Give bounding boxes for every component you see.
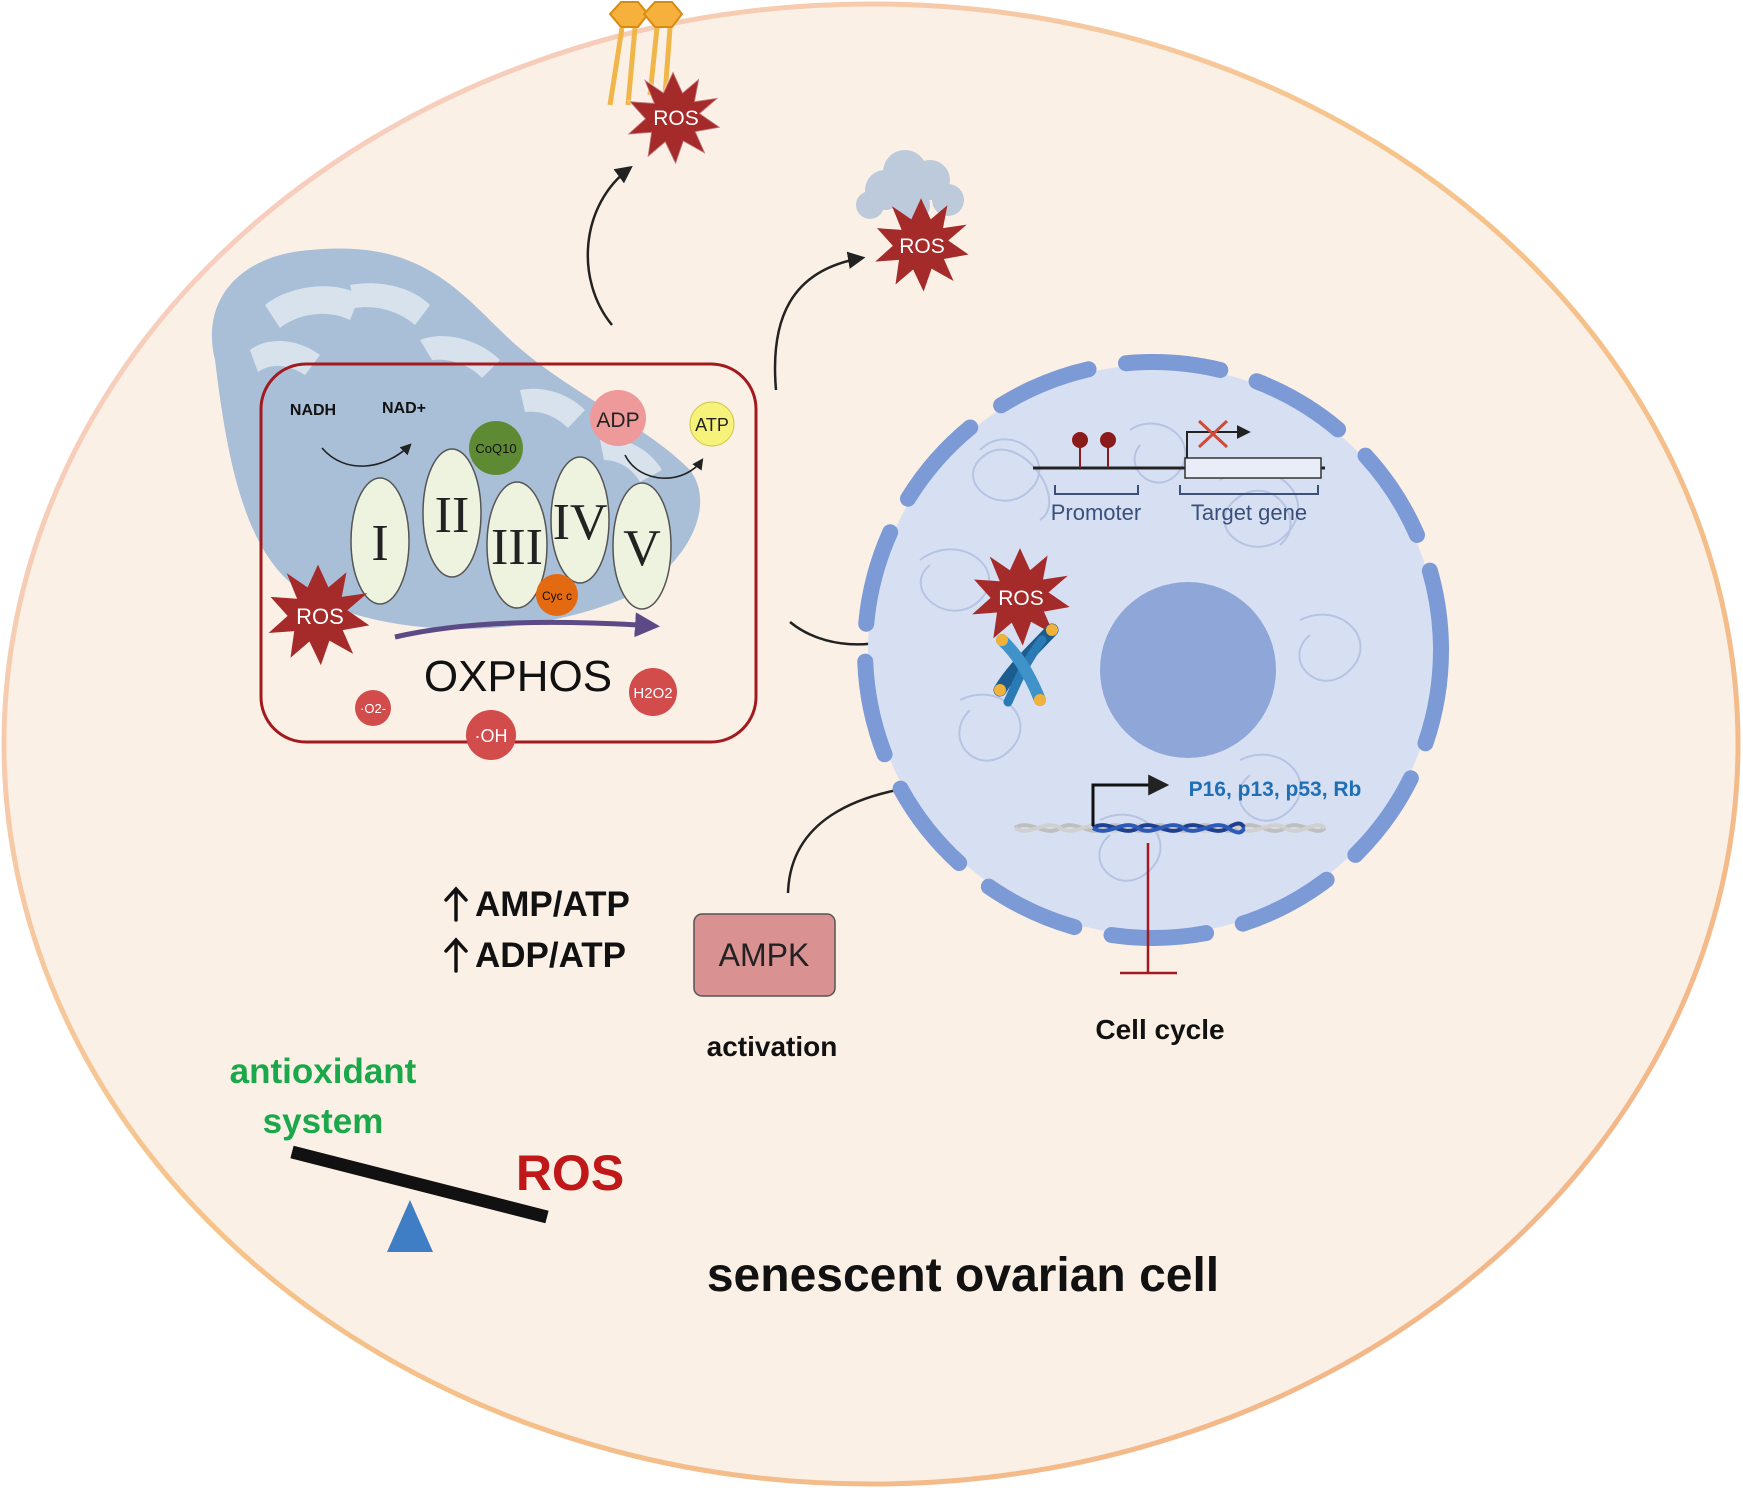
seesaw-fulcrum xyxy=(387,1200,433,1252)
antioxidant-label-line1: antioxidant xyxy=(230,1052,417,1091)
coq10-label: CoQ10 xyxy=(475,441,516,456)
atp-label: ATP xyxy=(695,415,729,435)
cell-title: senescent ovarian cell xyxy=(707,1249,1219,1302)
cyt-c-molecule xyxy=(536,574,578,616)
adp-atp-arrow xyxy=(624,454,704,479)
cell-cycle-label: Cell cycle xyxy=(1095,1014,1224,1045)
dna-helix-icon xyxy=(1013,774,1327,835)
gene-list-label: P16, p13, p53, Rb xyxy=(1189,778,1362,801)
nad-plus-label: NAD+ xyxy=(382,400,426,417)
svg-text:III: III xyxy=(491,519,543,576)
chromosome-icon xyxy=(993,623,1059,707)
ros-label-nucleus: ROS xyxy=(998,587,1044,610)
nucleolus xyxy=(1100,582,1276,758)
superoxide-molecule xyxy=(355,690,391,726)
arrow-up-icon xyxy=(444,886,468,922)
receptor-icon xyxy=(607,1,684,106)
ros-label-oxphos: ROS xyxy=(296,604,344,629)
svg-text:I: I xyxy=(371,515,388,572)
adp-molecule xyxy=(590,390,646,446)
h2o2-molecule xyxy=(629,668,677,716)
ampk-label: AMPK xyxy=(719,937,810,973)
h2o2-label: H2O2 xyxy=(633,685,672,702)
activation-label: activation xyxy=(707,1031,838,1062)
target-gene-label: Target gene xyxy=(1191,500,1307,525)
svg-text:II: II xyxy=(435,487,470,544)
adp-label: ADP xyxy=(596,409,639,432)
svg-text:IV: IV xyxy=(553,494,608,551)
hydroxyl-label: ·OH xyxy=(475,726,508,746)
ros-burst-icon xyxy=(624,69,723,167)
arrow-to-membrane xyxy=(586,165,633,326)
oxphos-title: OXPHOS xyxy=(424,652,612,701)
coq10-molecule xyxy=(469,421,523,475)
antioxidant-label-line2: system xyxy=(263,1102,384,1141)
svg-text:V: V xyxy=(623,520,661,577)
gene-schematic xyxy=(1033,419,1325,495)
nadh-conversion-arrow xyxy=(321,443,412,467)
complex-v: V xyxy=(612,482,672,610)
proton-flow-arrow xyxy=(394,612,660,640)
complex-iii: III xyxy=(486,481,548,609)
complex-iv: IV xyxy=(550,456,610,584)
seesaw-beam xyxy=(290,1145,549,1224)
nadh-label: NADH xyxy=(290,402,336,419)
ros-balance-label: ROS xyxy=(516,1145,624,1201)
ros-label-protein: ROS xyxy=(899,235,945,258)
adp-atp-label: ADP/ATP xyxy=(475,936,626,975)
arrow-up-icon xyxy=(444,937,468,973)
arrow-to-protein xyxy=(773,251,866,391)
superoxide-label: ·O2- xyxy=(360,701,386,716)
inhibition-bar-icon xyxy=(1120,843,1177,975)
ros-label-membrane: ROS xyxy=(653,107,699,130)
complex-ii: II xyxy=(422,448,482,578)
promoter-label: Promoter xyxy=(1051,500,1141,525)
hydroxyl-molecule xyxy=(466,710,516,760)
amp-atp-label: AMP/ATP xyxy=(475,885,630,924)
atp-molecule xyxy=(689,401,735,447)
cyt-c-label: Cyc c xyxy=(542,589,572,603)
complex-i: I xyxy=(350,477,410,605)
nucleus xyxy=(857,354,1449,946)
ampk-box xyxy=(693,913,836,997)
